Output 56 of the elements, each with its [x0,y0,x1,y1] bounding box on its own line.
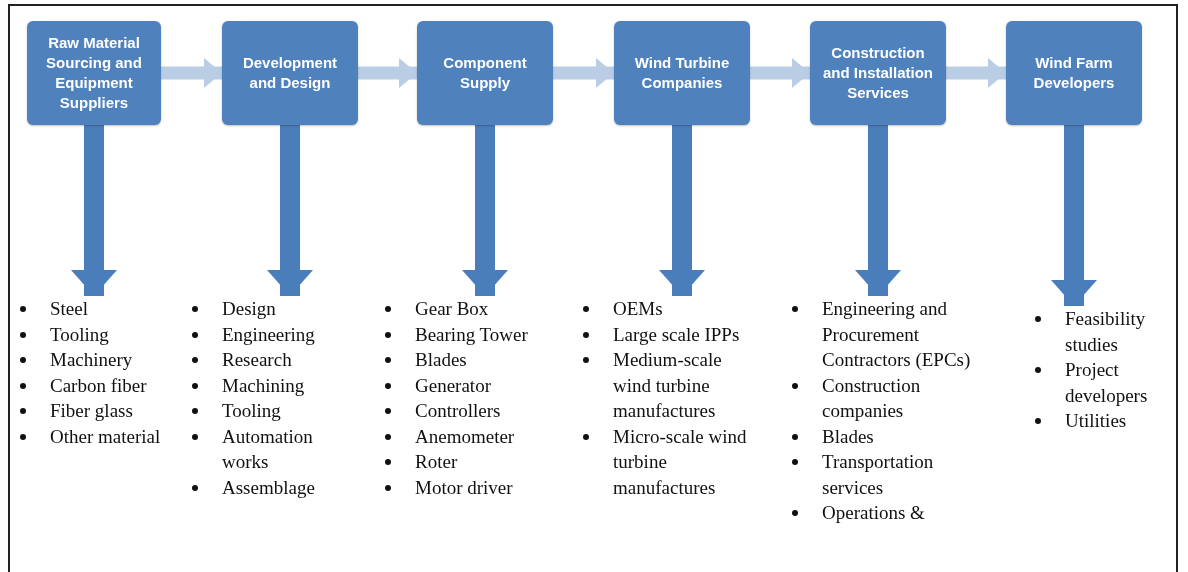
arrow [161,58,222,88]
list-item: Steel [50,297,88,321]
process-label: Development and Design [241,53,339,93]
process-box [810,21,946,125]
list-item: OEMs [613,297,663,321]
process-label: Raw Material Sourcing and Equipment Suppliers [45,33,143,113]
list-item: Other material [50,424,161,449]
list-item: Generator [415,373,491,398]
list-item: Transportation services [822,450,935,500]
list-item: Tooling [50,322,109,347]
process-label: Wind Turbine Companies [633,53,731,93]
arrow [71,125,117,296]
list-item: Engineering and Procurement Contractors (EPCs) [822,297,972,372]
list-item: Operations & [822,501,925,525]
process-box [222,21,358,125]
list-item: Automation works [222,424,314,474]
arrow [462,125,508,296]
list-item: Construction companies [822,373,922,423]
process-box [614,21,750,125]
list-item: Blades [822,424,874,449]
list-item: Machining [222,373,305,398]
list-item: Gear Box [415,297,489,321]
process-label: Wind Farm Developers [1032,53,1116,93]
arrow [553,58,614,88]
list-item: Bearing Tower [415,322,528,347]
arrow [855,125,901,296]
list-item: Motor driver [415,475,513,500]
list-item: Assemblage [222,475,315,500]
list-item: Medium-scale wind turbine manufactures [613,348,723,423]
process-box [417,21,553,125]
list-item: Carbon fiber [50,373,147,398]
arrow [946,58,1006,88]
list-item: Large scale IPPs [613,322,740,347]
arrow [750,58,810,88]
list-item: Tooling [222,399,281,423]
list-item: Utilities [1065,409,1127,433]
arrow [1051,125,1097,306]
process-box [1006,21,1142,125]
process-box [27,21,161,125]
list-item: Machinery [50,348,133,372]
process-label: Component Supply [442,53,528,93]
arrow [267,125,313,296]
list-item: Controllers [415,399,501,423]
arrow [358,58,417,88]
list-item: Project developers [1065,358,1149,408]
process-label: Construction and Installation Services [822,43,934,103]
list-item: Design [222,297,276,321]
list-item: Engineering [222,322,315,347]
list-item: Fiber glass [50,399,133,423]
list-item: Feasibility studies [1065,307,1147,357]
list-item: Micro-scale wind turbine manufactures [613,424,748,500]
arrow [659,125,705,296]
list-item: Research [222,348,292,372]
list-item: Blades [415,348,467,372]
list-item: Anemometer [415,424,515,449]
list-item: Roter [415,450,458,474]
